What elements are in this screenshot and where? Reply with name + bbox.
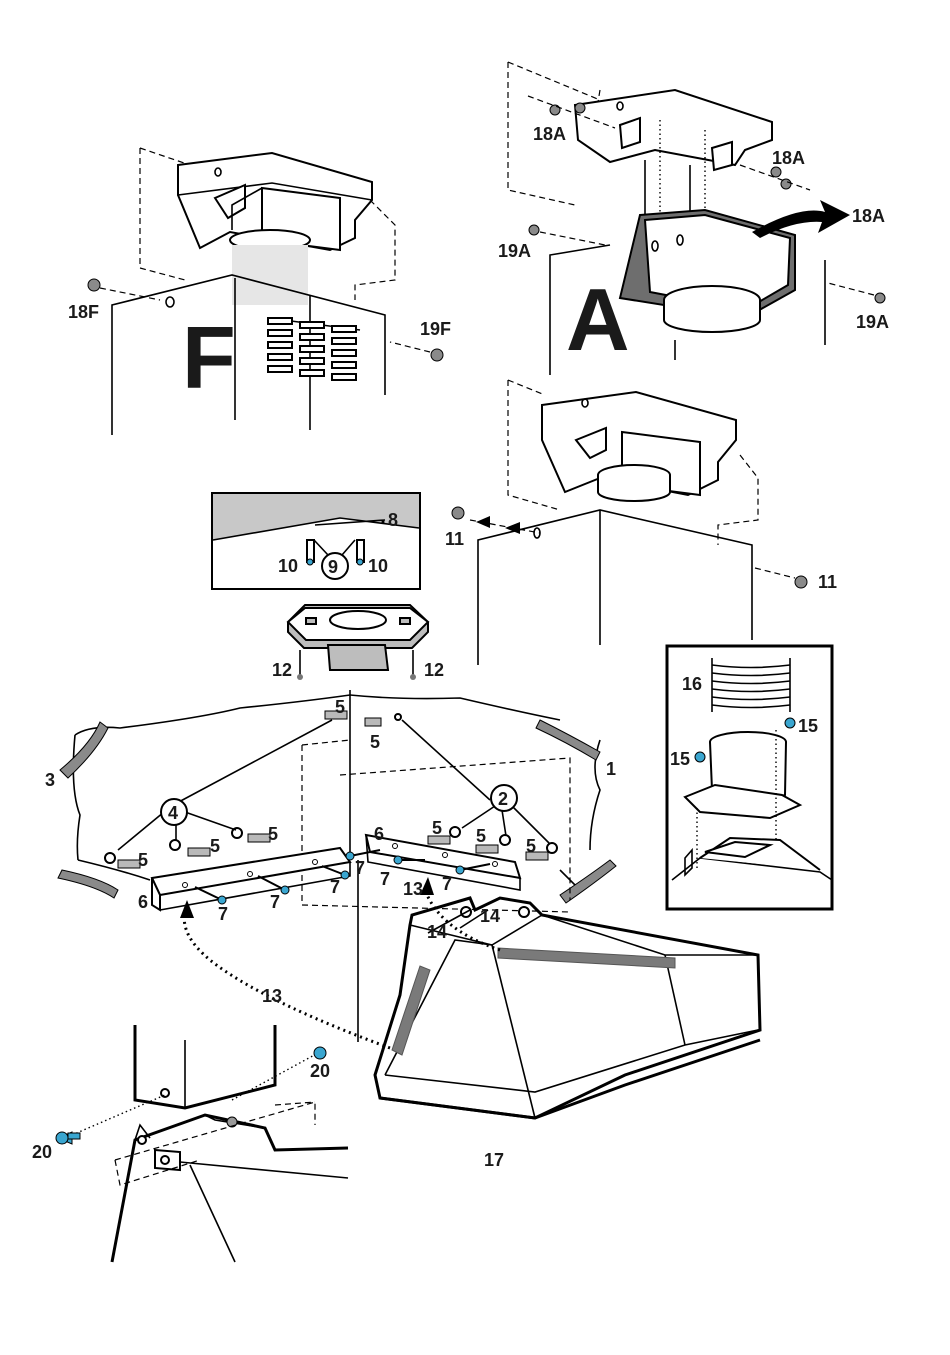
label-5-e: 5 bbox=[268, 824, 278, 844]
label-13-lower: 13 bbox=[262, 986, 282, 1006]
label-5-d: 5 bbox=[210, 836, 220, 856]
screw-19a-right bbox=[828, 283, 885, 303]
vent-grille bbox=[268, 318, 360, 380]
label-18a-right: 18A bbox=[772, 148, 805, 168]
label-5-g: 5 bbox=[476, 826, 486, 846]
label-20-left: 20 bbox=[32, 1142, 52, 1162]
label-18f: 18F bbox=[68, 302, 99, 322]
screw-19f bbox=[390, 342, 443, 361]
label-14-right: 14 bbox=[480, 906, 500, 926]
label-7-e: 7 bbox=[380, 869, 390, 889]
label-7-a: 7 bbox=[218, 904, 228, 924]
label-7-f: 7 bbox=[442, 874, 452, 894]
label-15-right: 15 bbox=[798, 716, 818, 736]
label-6-left: 6 bbox=[138, 892, 148, 912]
label-12-right: 12 bbox=[424, 660, 444, 680]
label-19a-right: 19A bbox=[856, 312, 889, 332]
label-10-left: 10 bbox=[278, 556, 298, 576]
label-3: 3 bbox=[45, 770, 55, 790]
label-2: 2 bbox=[498, 789, 508, 809]
screws-18a-right bbox=[740, 165, 810, 190]
label-7-d: 7 bbox=[355, 858, 365, 878]
label-5-f: 5 bbox=[432, 818, 442, 838]
label-19f: 19F bbox=[420, 319, 451, 339]
wall-mount-assembly: 5 5 5 5 5 5 5 5 1 2 3 4 6 6 7 7 7 7 7 7 bbox=[45, 690, 616, 1042]
panel-f-recirculation: 18F 19F F bbox=[68, 148, 451, 435]
label-19a-left: 19A bbox=[498, 241, 531, 261]
label-7-c: 7 bbox=[330, 877, 340, 897]
screw-18f bbox=[88, 279, 160, 300]
label-18a-top: 18A bbox=[533, 124, 566, 144]
inset-duct-connector: 16 15 15 bbox=[667, 646, 832, 909]
label-8: 8 bbox=[388, 510, 398, 530]
label-12-left: 12 bbox=[272, 660, 292, 680]
chimney-fixing-detail: 20 20 bbox=[32, 1025, 348, 1262]
label-a-big: A bbox=[566, 270, 630, 369]
label-1: 1 bbox=[606, 759, 616, 779]
screw-19a-left bbox=[529, 225, 605, 245]
label-5-h: 5 bbox=[526, 836, 536, 856]
label-11-right: 11 bbox=[818, 572, 837, 592]
label-11-left: 11 bbox=[445, 529, 464, 549]
ceiling-bracket: 12 12 bbox=[272, 605, 444, 680]
label-15-left: 15 bbox=[670, 749, 690, 769]
label-5-b: 5 bbox=[370, 732, 380, 752]
label-13-upper: 13 bbox=[403, 879, 423, 899]
label-20-right: 20 bbox=[310, 1061, 330, 1081]
label-18a-arrow: 18A bbox=[852, 206, 885, 226]
label-f-big: F bbox=[182, 308, 236, 407]
label-4: 4 bbox=[168, 803, 178, 823]
label-7-b: 7 bbox=[270, 892, 280, 912]
panel-a-ducted: 18A 18A 18A 19A 19A A bbox=[498, 62, 889, 375]
ceiling-detail: 8 9 10 10 bbox=[212, 493, 420, 589]
label-5-a: 5 bbox=[335, 697, 345, 717]
label-6-right: 6 bbox=[374, 824, 384, 844]
label-9: 9 bbox=[328, 557, 338, 577]
label-5-c: 5 bbox=[138, 850, 148, 870]
label-17: 17 bbox=[484, 1150, 504, 1170]
hood-body: 13 13 14 14 17 bbox=[180, 877, 760, 1170]
label-14-left: 14 bbox=[427, 922, 447, 942]
label-10-right: 10 bbox=[368, 556, 388, 576]
label-16: 16 bbox=[682, 674, 702, 694]
chimney-bracket-assembly: 11 11 bbox=[445, 380, 837, 665]
